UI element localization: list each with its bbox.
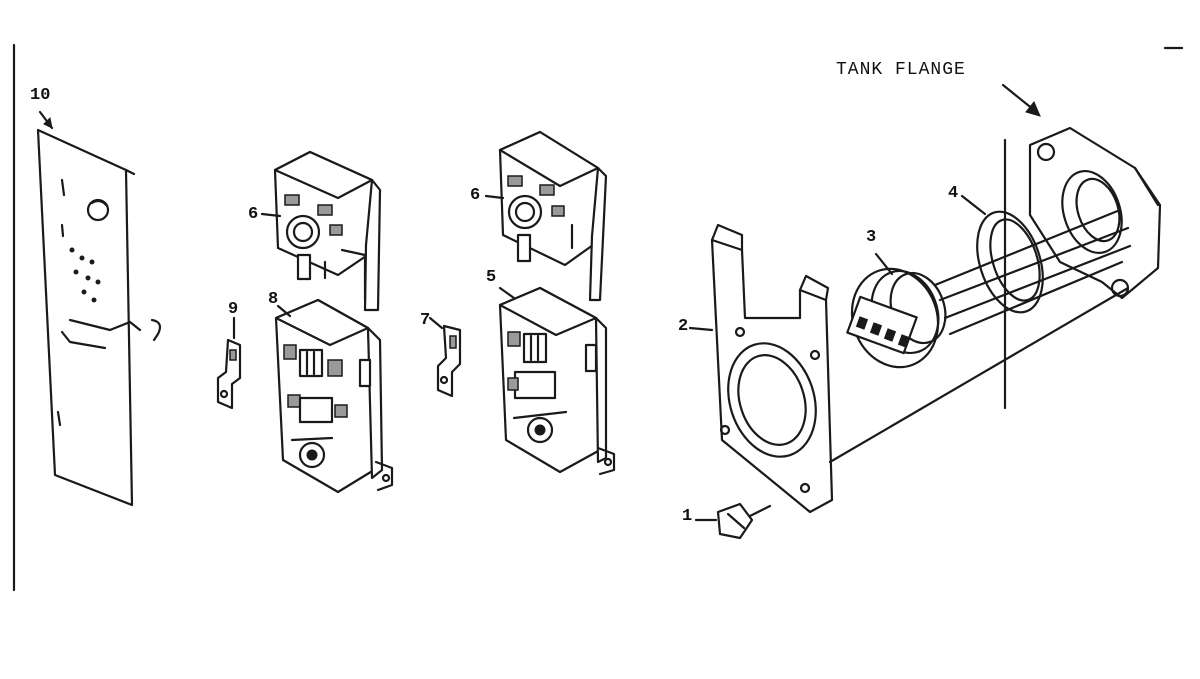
arrow-6-left	[260, 212, 282, 218]
part-8-lower-thermostat	[274, 298, 394, 494]
part-7-bracket	[428, 316, 462, 398]
arrow-6-center	[484, 194, 505, 200]
part-6-upper-thermostat-center	[498, 130, 608, 302]
callout-10: 10	[30, 86, 51, 105]
part-1-screw	[694, 502, 772, 540]
part-6-upper-thermostat-left	[273, 150, 382, 312]
element-rods	[828, 138, 1132, 464]
callout-5: 5	[486, 268, 497, 287]
callout-6-center: 6	[470, 186, 481, 205]
tank-flange-arrow	[1001, 83, 1041, 117]
callout-6-left: 6	[248, 205, 259, 224]
part-3-heating-element	[846, 252, 947, 369]
callout-1: 1	[682, 507, 693, 526]
callout-2: 2	[678, 317, 689, 336]
arrow-2	[688, 326, 714, 332]
callout-4: 4	[948, 184, 959, 203]
part-5-lower-thermostat	[498, 286, 616, 476]
callout-8: 8	[268, 290, 279, 309]
tank-flange	[1028, 126, 1162, 300]
part-2-gasket	[710, 223, 834, 514]
part-9-bracket	[216, 316, 242, 410]
tank-flange-label: TANK FLANGE	[836, 60, 966, 80]
callout-9: 9	[228, 300, 239, 319]
part-4-gasket-ring	[960, 194, 1044, 314]
callout-3: 3	[866, 228, 877, 247]
arrow-8	[276, 304, 292, 318]
arrow-5	[498, 286, 516, 300]
part-10-cover-plate	[36, 110, 162, 507]
callout-7: 7	[420, 311, 431, 330]
